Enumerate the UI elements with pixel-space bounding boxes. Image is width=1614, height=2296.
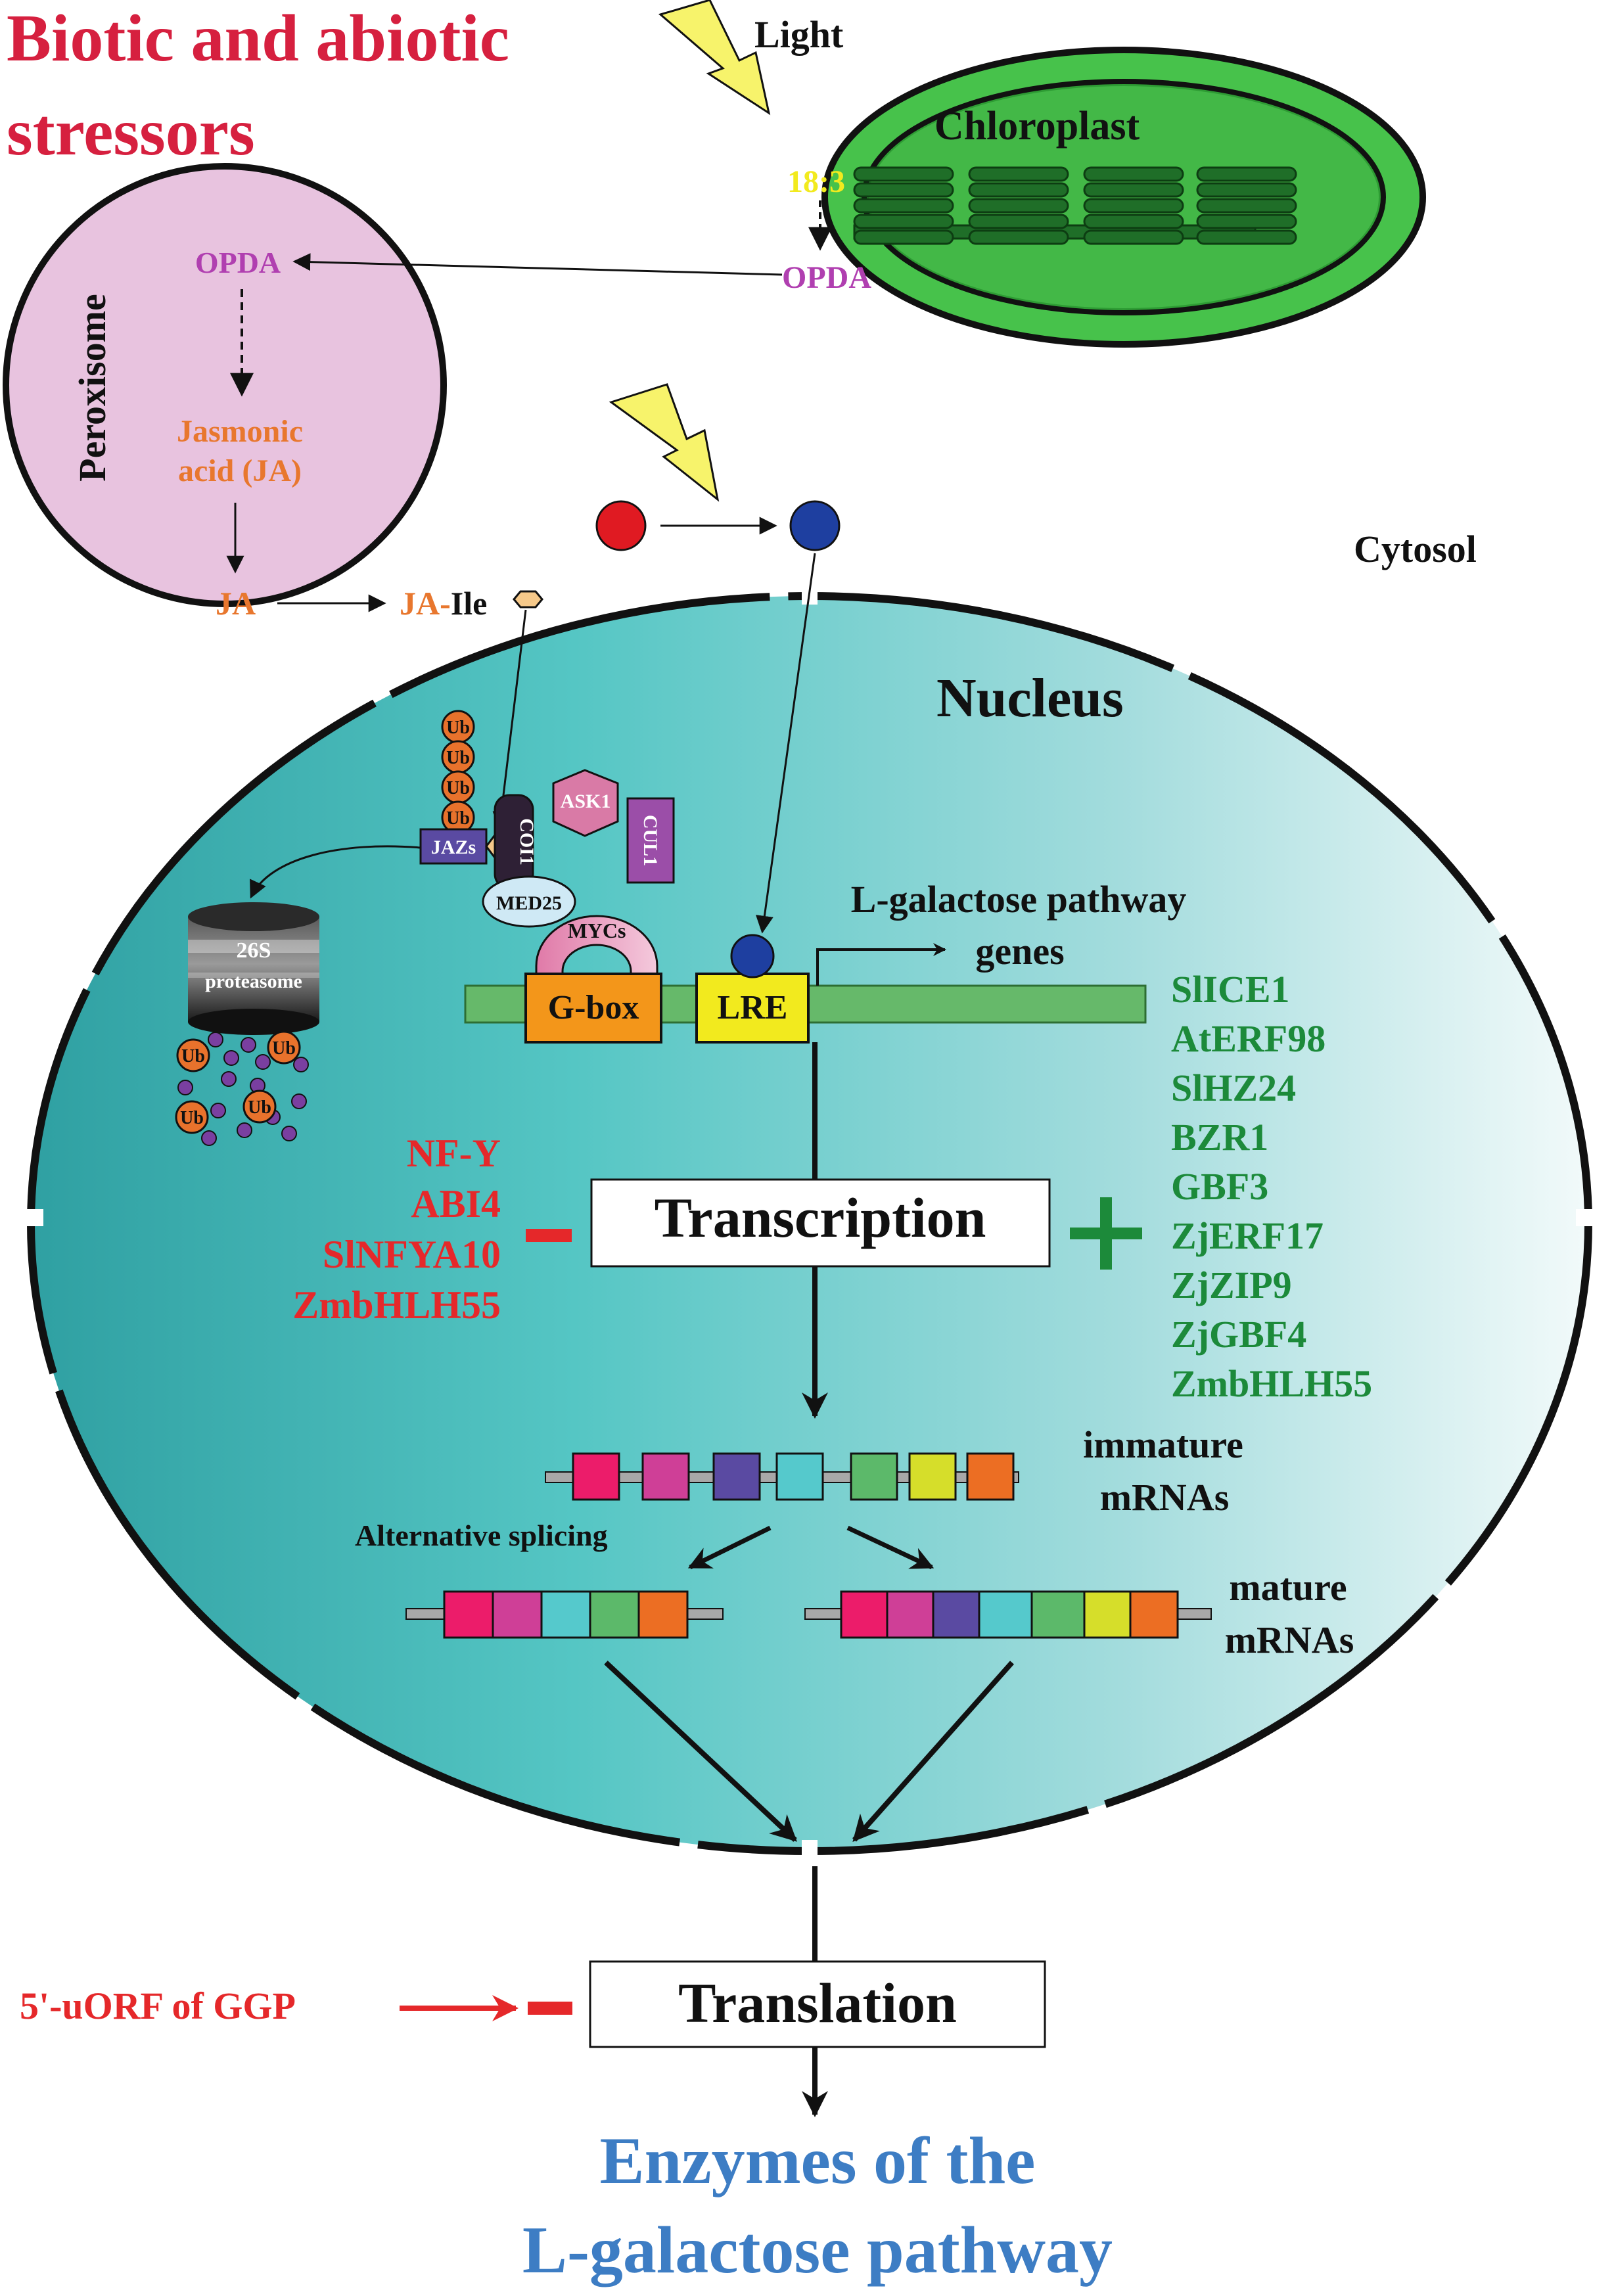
svg-text:Ub: Ub [248,1097,271,1118]
alternative-splicing-label: Alternative splicing [355,1519,608,1552]
svg-text:Ub: Ub [446,748,470,768]
degraded-ubiquitin-fragments: Ub Ub Ub Ub [175,1030,309,1146]
med25-shape [482,875,576,928]
chloroplast-label: Chloroplast [934,104,1140,149]
gbox-element [524,973,662,1044]
ja-ile-to-coi1-arrow [492,609,527,830]
coi1-label: COI1 [516,818,538,865]
lre-label: LRE [718,989,788,1026]
mature-mrna-short [405,1590,724,1639]
activator-item: ZjGBF4 [1171,1313,1306,1356]
mycs-label: MYCs [568,919,626,942]
svg-text:Ub: Ub [446,808,470,829]
translation-repression-minus [528,2002,572,2015]
mature-mrna-full [804,1590,1212,1639]
repressor-item: ZmbHLH55 [292,1283,501,1327]
activator-item: ZmbHLH55 [1171,1362,1372,1405]
svg-text:Ub: Ub [180,1108,204,1128]
lre-bound-signal-icon [730,934,775,978]
lightning-icon-2 [609,383,720,502]
light-label: Light [754,13,844,56]
splice-arrow-left [687,1525,772,1570]
splice-arrow-right [846,1525,934,1570]
immature-mrna [545,1452,1019,1501]
output-line2: L-galactose pathway [522,2213,1113,2287]
activator-item: AtERF98 [1171,1017,1326,1060]
lightning-icon [658,0,771,116]
repressor-item: NF-Y [407,1132,501,1175]
inactive-signal-icon [595,500,647,551]
translation-box [589,1960,1046,2048]
output-line1: Enzymes of the [600,2124,1036,2198]
transcription-repression-minus [526,1229,572,1242]
mature-label-line1: mature [1229,1566,1347,1609]
jaz-degradation-arrow [250,845,421,899]
genes-label-line2: genes [975,930,1064,973]
ja-label: JA [216,585,256,622]
activator-item: BZR1 [1171,1116,1268,1159]
immature-exons [572,1452,1015,1501]
title-line2: stressors [7,95,255,170]
cul1-box [626,797,675,884]
nucleus-label: Nucleus [936,668,1124,729]
proteasome-26s: 26S proteasome [188,902,319,1035]
activator-item: SlHZ24 [1171,1067,1296,1109]
jazs-label: JAZs [431,837,476,858]
chloroplast-opda-label: OPDA [782,260,871,295]
repressor-list: NF-Y ABI4 SlNFYA10 ZmbHLH55 [292,1132,501,1327]
opda-transport-arrow [292,253,783,276]
cul1-label: CUL1 [639,815,661,866]
svg-text:Ub: Ub [272,1038,296,1059]
repressor-item: SlNFYA10 [323,1233,501,1276]
repressor-item: ABI4 [411,1182,501,1226]
svg-text:Ub: Ub [446,718,470,738]
title-line1: Biotic and abiotic [7,1,509,76]
ask1-shape [552,769,619,837]
mycs-shape [535,915,658,994]
med25-label: MED25 [496,892,562,914]
transcription-start-arrow [816,943,946,986]
svg-text:Ub: Ub [181,1046,205,1067]
immature-label-line2: mRNAs [1100,1476,1230,1519]
ubiquitin-chain: Ub Ub Ub Ub [441,710,475,835]
thylakoid-stacks [853,166,1297,245]
transcription-label: Transcription [655,1186,986,1249]
peroxisome-label: Peroxisome [71,294,114,482]
proteasome-label-line1: 26S [237,938,271,963]
activator-list: SlICE1 AtERF98 SlHZ24 BZR1 GBF3 ZjERF17 … [1171,968,1372,1405]
activator-item: ZjZIP9 [1171,1264,1292,1306]
ja-label-line1: Jasmonic [177,414,303,449]
mature-label-line2: mRNAs [1225,1619,1354,1661]
immature-label-line1: immature [1083,1423,1243,1466]
uorf-regulator-label: 5'-uORF of GGP [20,1985,296,2027]
ja-ile-ligand-icon [513,590,543,608]
mature-to-export-arrow-right [852,1661,1014,1842]
lre-element [695,973,810,1044]
genes-label-line1: L-galactose pathway [851,878,1187,921]
fatty-acid-label: 18:3 [787,164,845,199]
activator-item: SlICE1 [1171,968,1290,1011]
activator-item: GBF3 [1171,1165,1268,1208]
transcription-box [590,1178,1051,1268]
peroxisome-opda-label: OPDA [195,246,281,279]
ja-ile-prefix: JA-Ile [400,585,487,622]
chloroplast: Chloroplast 18:3 OPDA [782,47,1426,348]
active-signal-icon [789,500,841,551]
mature-to-export-arrow-left [604,1661,797,1842]
ask1-label: ASK1 [561,791,611,812]
activator-item: ZjERF17 [1171,1214,1324,1257]
peroxisome: Peroxisome OPDA Jasmonic acid (JA) [3,163,447,607]
gbox-label: G-box [548,989,639,1026]
svg-text:Ub: Ub [446,778,470,798]
signal-to-lre-arrow [755,553,816,934]
transcription-activation-plus [1070,1197,1142,1270]
proteasome-label-line2: proteasome [205,971,302,992]
ja-label-line2: acid (JA) [178,453,302,488]
cytosol-label: Cytosol [1354,528,1477,570]
translation-label: Translation [678,1971,957,2034]
